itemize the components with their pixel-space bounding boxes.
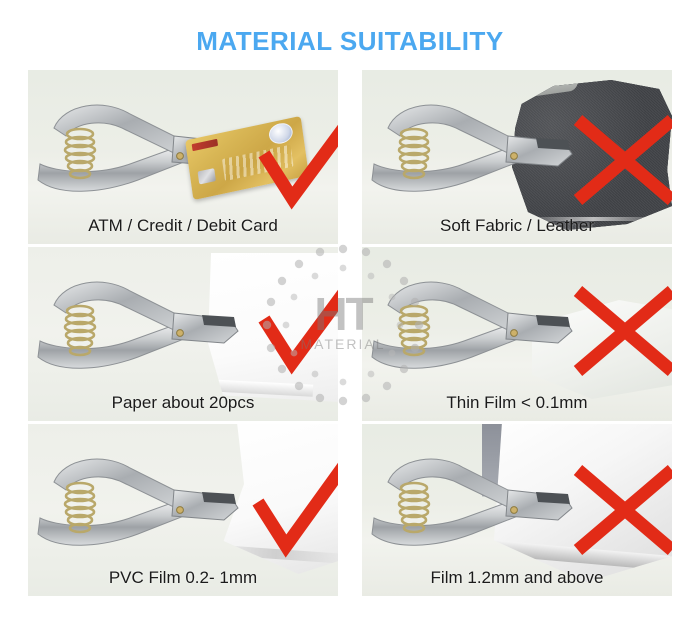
- hole-punch-plier-icon: [371, 458, 573, 546]
- hole-punch-plier-icon: [371, 104, 573, 192]
- fabric-edge: [518, 217, 669, 221]
- suitability-cell-thin-film: Thin Film < 0.1mm: [362, 247, 672, 421]
- cell-caption: Film 1.2mm and above: [430, 568, 604, 587]
- suitability-cell-card: ATM / Credit / Debit Card: [28, 70, 338, 244]
- card-chip-icon: [197, 168, 216, 185]
- cell-caption: ATM / Credit / Debit Card: [88, 216, 278, 235]
- page-title: MATERIAL SUITABILITY: [196, 26, 504, 56]
- product-photo-fabric: Soft Fabric / Leather: [362, 70, 672, 244]
- card-embossing: [221, 144, 294, 182]
- hole-punch-plier-icon: [37, 281, 239, 369]
- suitability-cell-paper: Paper about 20pcs: [28, 247, 338, 421]
- suitability-cell-fabric: Soft Fabric / Leather: [362, 70, 672, 244]
- hole-punch-plier-icon: [37, 458, 239, 546]
- card-logo-icon: [267, 121, 294, 146]
- product-photo-paper: Paper about 20pcs: [28, 247, 338, 421]
- product-photo-card: ATM / Credit / Debit Card: [28, 70, 338, 244]
- product-photo-thin-film: Thin Film < 0.1mm: [362, 247, 672, 421]
- cell-caption: Paper about 20pcs: [111, 393, 255, 412]
- card-stripe: [191, 138, 219, 152]
- cell-caption: Thin Film < 0.1mm: [446, 393, 588, 412]
- product-photo-pvc-film: PVC Film 0.2- 1mm: [28, 424, 338, 596]
- product-photo-thick-film: Film 1.2mm and above: [362, 424, 672, 596]
- cell-caption: PVC Film 0.2- 1mm: [108, 568, 258, 587]
- suitability-cell-thick-film: Film 1.2mm and above: [362, 424, 672, 596]
- cell-caption: Soft Fabric / Leather: [439, 216, 595, 235]
- suitability-grid: ATM / Credit / Debit Card: [28, 70, 672, 596]
- suitability-cell-pvc-film: PVC Film 0.2- 1mm: [28, 424, 338, 596]
- hole-punch-plier-icon: [371, 281, 573, 369]
